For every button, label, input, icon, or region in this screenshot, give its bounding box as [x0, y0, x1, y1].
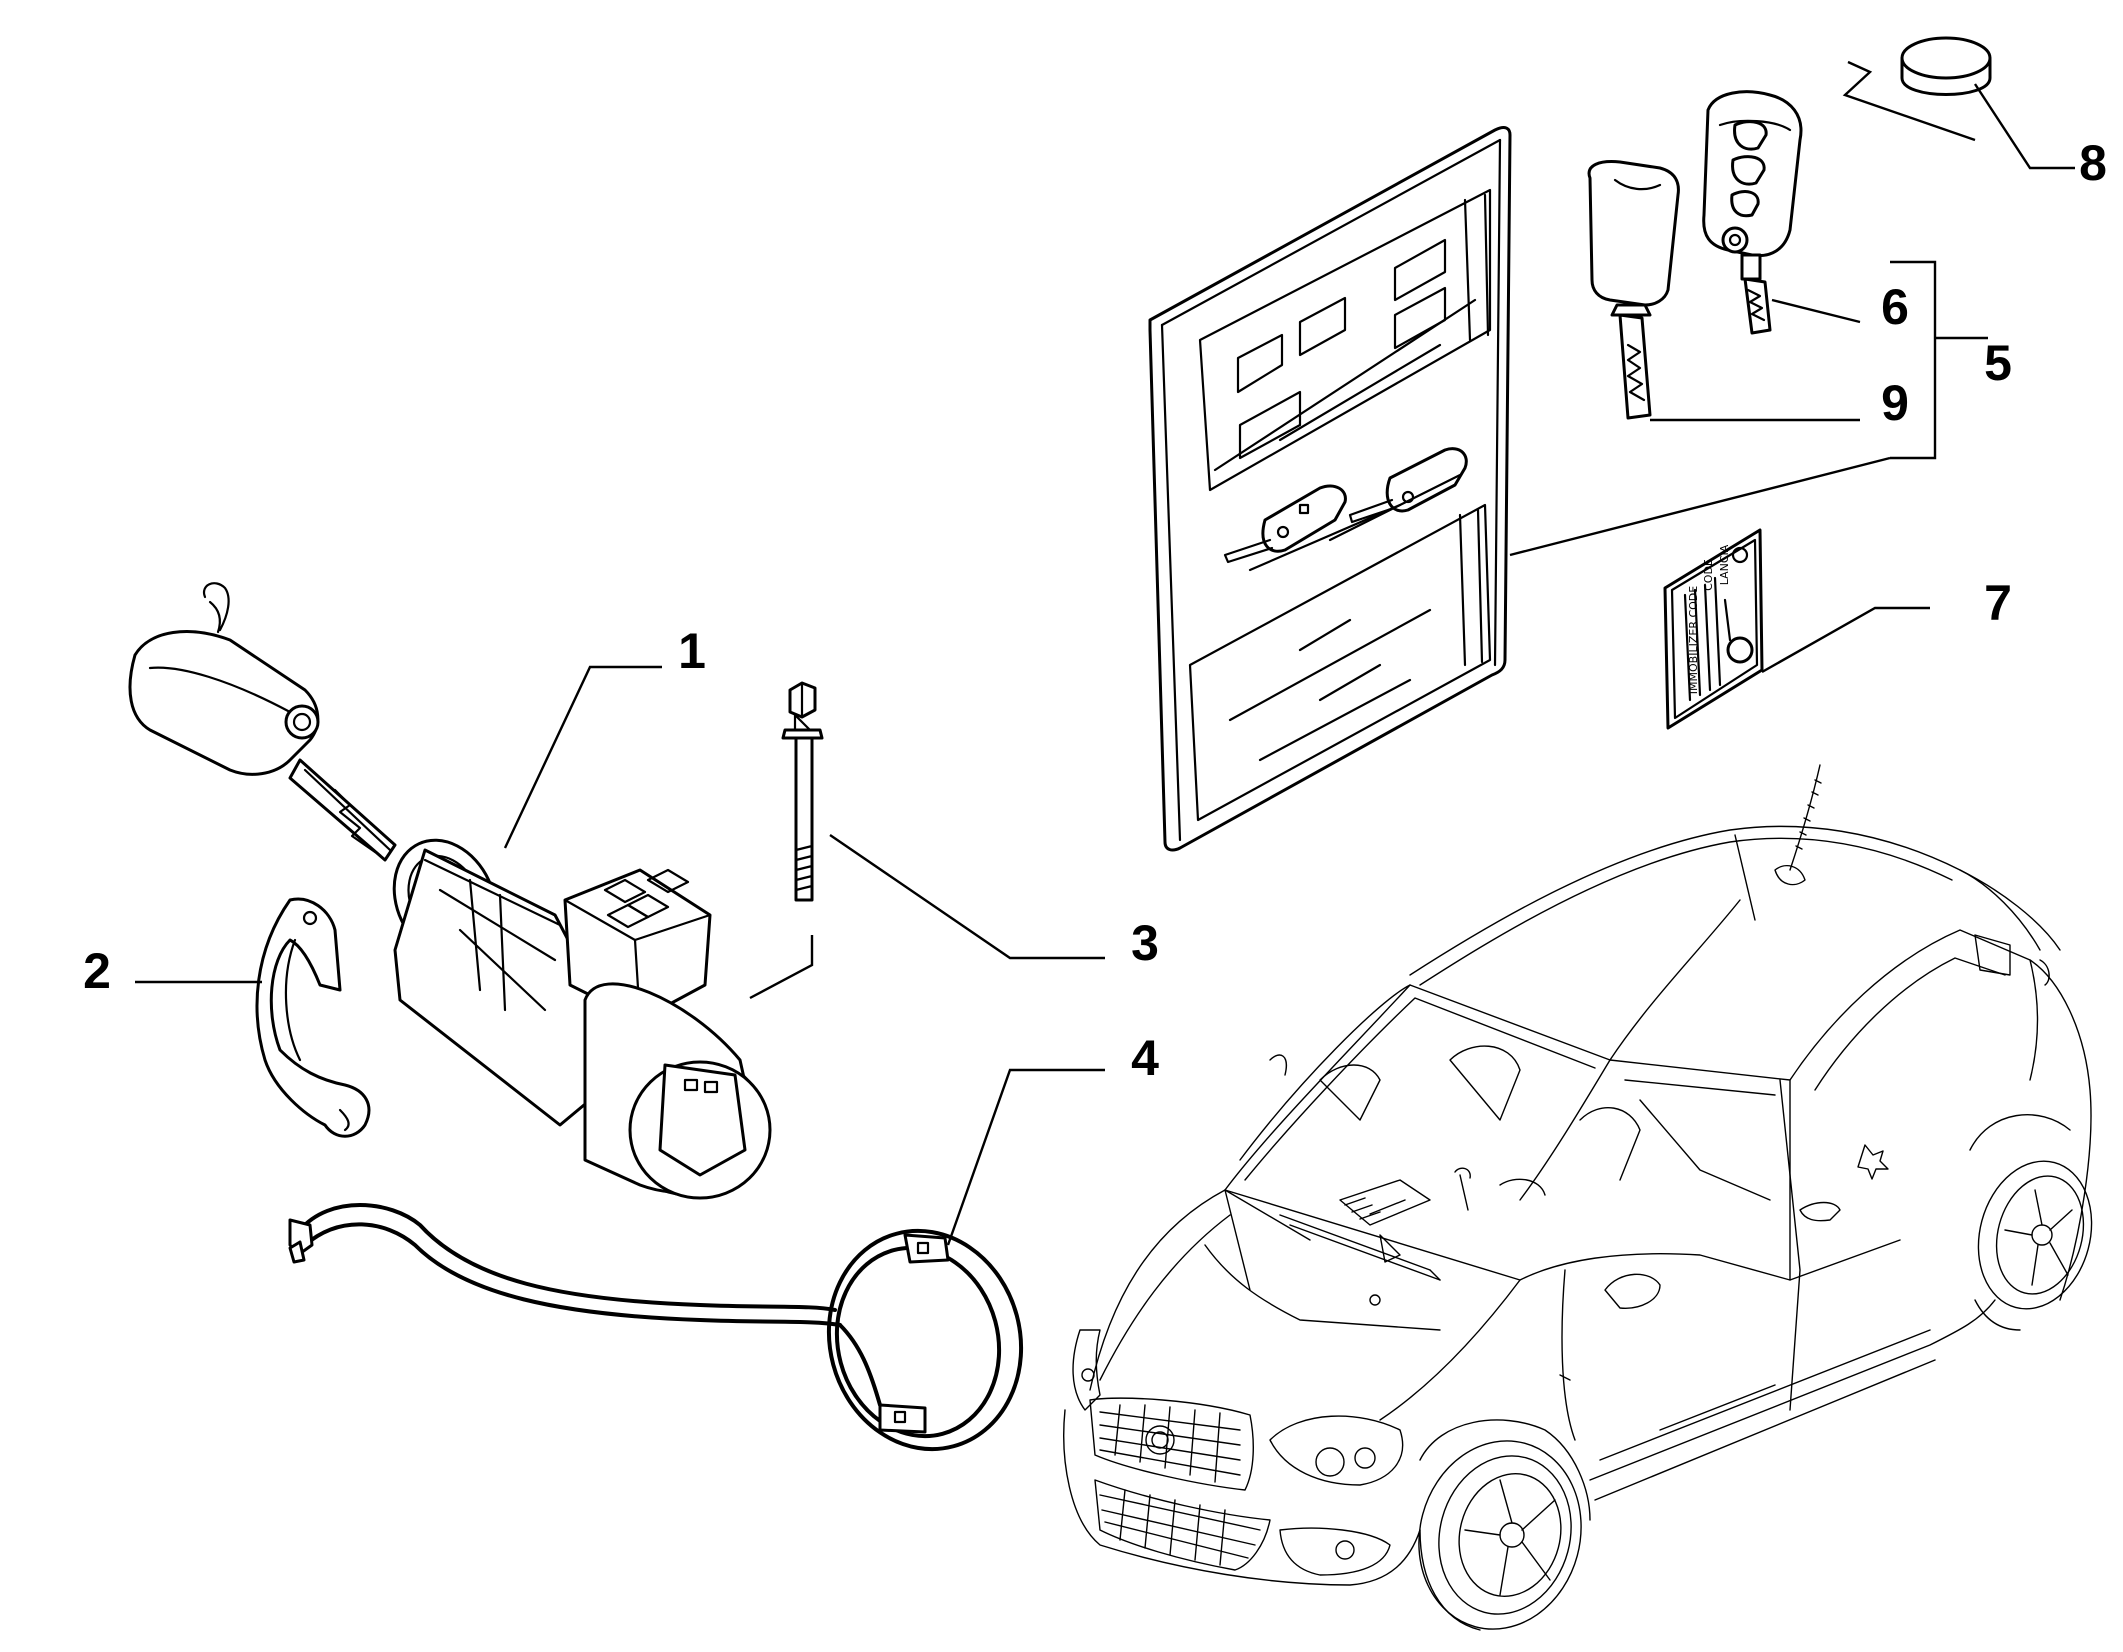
remote-key-part	[1702, 90, 1803, 335]
leader-lines	[135, 83, 2075, 1246]
callout-numbers: 1 2 3 4 5 6 7 8 9	[83, 135, 2107, 1086]
flip-key-part	[128, 582, 397, 862]
code-card-text-1: LANCIA	[1718, 544, 1731, 585]
battery-part	[1842, 36, 1992, 142]
code-card-part: LANCIA CODE IMMOBILIZER CODE	[1663, 528, 1764, 730]
clamp-part	[255, 897, 371, 1138]
ignition-lock-cylinder	[392, 838, 772, 1200]
car-illustration	[1063, 764, 2093, 1631]
callout-2: 2	[83, 943, 111, 999]
code-card-text-3: IMMOBILIZER CODE	[1687, 586, 1700, 694]
bolt-part	[749, 681, 824, 1000]
plain-key-part	[1587, 160, 1680, 420]
callout-8: 8	[2079, 135, 2107, 191]
callout-7: 7	[1984, 575, 2012, 631]
callout-3: 3	[1131, 915, 1159, 971]
callout-6: 6	[1881, 279, 1909, 335]
antenna-ring-cable	[288, 1203, 1024, 1452]
callout-9: 9	[1881, 375, 1909, 431]
callout-5: 5	[1984, 335, 2012, 391]
key-kit-card	[1148, 126, 1512, 852]
callout-4: 4	[1131, 1030, 1159, 1086]
callout-1: 1	[678, 623, 706, 679]
code-card-text-2: CODE	[1702, 559, 1715, 591]
